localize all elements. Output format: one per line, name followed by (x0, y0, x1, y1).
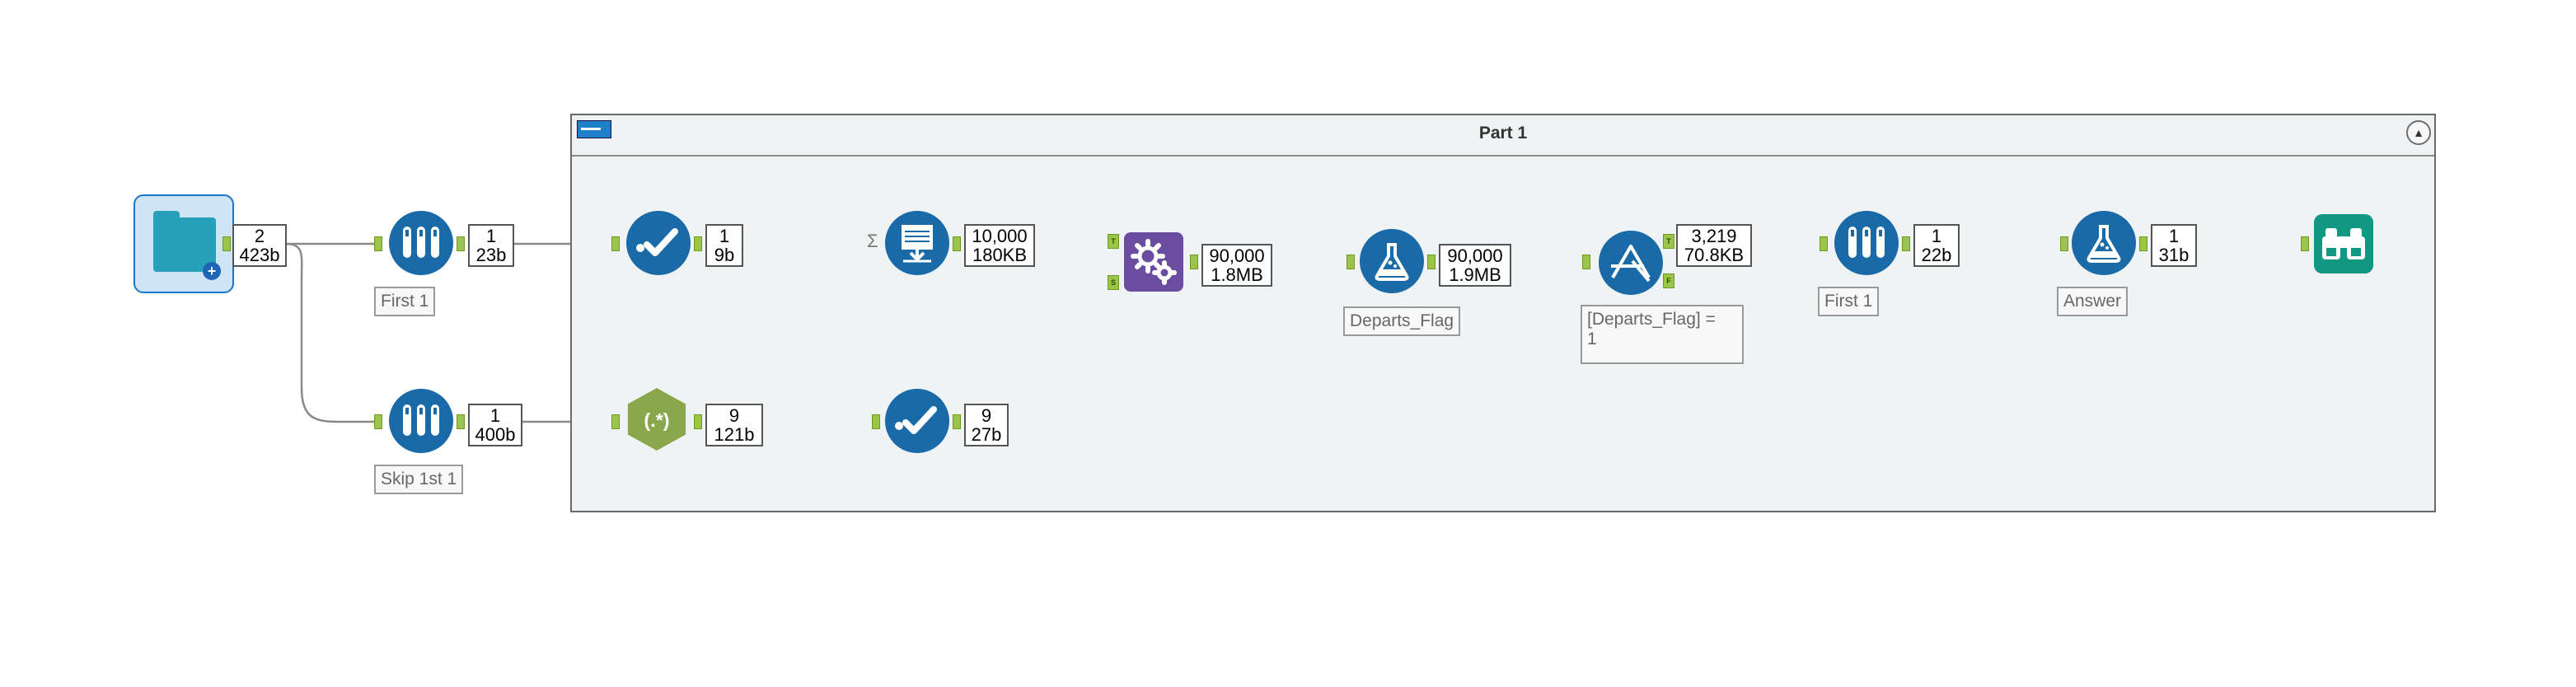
output-anchor[interactable] (457, 414, 465, 429)
folder-input-icon[interactable]: + (133, 194, 234, 293)
sample-icon[interactable] (1834, 211, 1899, 275)
output-anchor[interactable] (1190, 255, 1198, 269)
output-anchor[interactable] (457, 236, 465, 251)
input-anchor[interactable] (1820, 236, 1828, 251)
input-anchor[interactable] (2060, 236, 2068, 251)
output-anchor[interactable] (1902, 236, 1910, 251)
input-anchor[interactable] (374, 236, 382, 251)
regex-icon[interactable]: (.*) (625, 387, 689, 451)
tool-container[interactable]: Part 1 ▲ (570, 114, 2436, 512)
svg-text:(.*): (.*) (644, 409, 669, 431)
output-anchor[interactable] (222, 236, 231, 251)
plus-icon: + (203, 262, 221, 280)
generate-rows-icon[interactable] (885, 211, 949, 275)
annotation-formula-answer[interactable]: Answer (2057, 287, 2129, 316)
filter-icon[interactable] (1599, 231, 1663, 295)
output-anchor[interactable] (694, 414, 702, 429)
container-header[interactable]: Part 1 ▲ (572, 115, 2434, 157)
annotation-filter[interactable]: [Departs_Flag] = 1 (1581, 305, 1744, 364)
true-anchor[interactable]: T (1663, 234, 1674, 249)
output-anchor[interactable] (953, 236, 961, 251)
collapse-icon[interactable]: ▲ (2406, 120, 2431, 145)
output-anchor[interactable] (2139, 236, 2147, 251)
input-anchor[interactable] (872, 414, 880, 429)
formula-flask-icon[interactable] (1360, 229, 1424, 293)
annotation-filter-line-2: 1 (1587, 329, 1597, 348)
container-title: Part 1 (1478, 124, 1528, 143)
output-anchor[interactable] (1427, 255, 1436, 269)
false-anchor[interactable]: F (1663, 273, 1674, 288)
wire-input-to-sample-skip (284, 242, 376, 423)
container-enable-toggle[interactable] (577, 120, 611, 138)
formula-flask-icon[interactable] (2072, 211, 2136, 275)
input-anchor[interactable] (1582, 255, 1590, 269)
input-anchor[interactable] (2301, 236, 2309, 251)
select-checkmark-icon[interactable] (885, 389, 949, 453)
sigma-icon: Σ (867, 231, 878, 251)
output-anchor[interactable] (694, 236, 702, 251)
input-anchor[interactable] (611, 414, 620, 429)
target-anchor[interactable]: T (1108, 234, 1119, 249)
source-anchor[interactable]: S (1108, 275, 1119, 290)
annotation-sample-first[interactable]: First 1 (374, 287, 436, 316)
annotation-sample-first-2[interactable]: First 1 (1818, 287, 1880, 316)
annotation-filter-line-1: [Departs_Flag] = (1587, 310, 1716, 329)
input-anchor[interactable] (1347, 255, 1355, 269)
annotation-sample-skip[interactable]: Skip 1st 1 (374, 465, 464, 494)
append-fields-gears-icon[interactable] (1124, 232, 1183, 292)
output-anchor[interactable] (953, 414, 961, 429)
sample-icon[interactable] (389, 389, 453, 453)
select-checkmark-icon[interactable] (626, 211, 691, 275)
browse-binoculars-icon[interactable] (2314, 214, 2373, 273)
sample-icon[interactable] (389, 211, 453, 275)
input-anchor[interactable] (611, 236, 620, 251)
annotation-formula-departs[interactable]: Departs_Flag (1343, 306, 1461, 336)
input-anchor[interactable] (374, 414, 382, 429)
